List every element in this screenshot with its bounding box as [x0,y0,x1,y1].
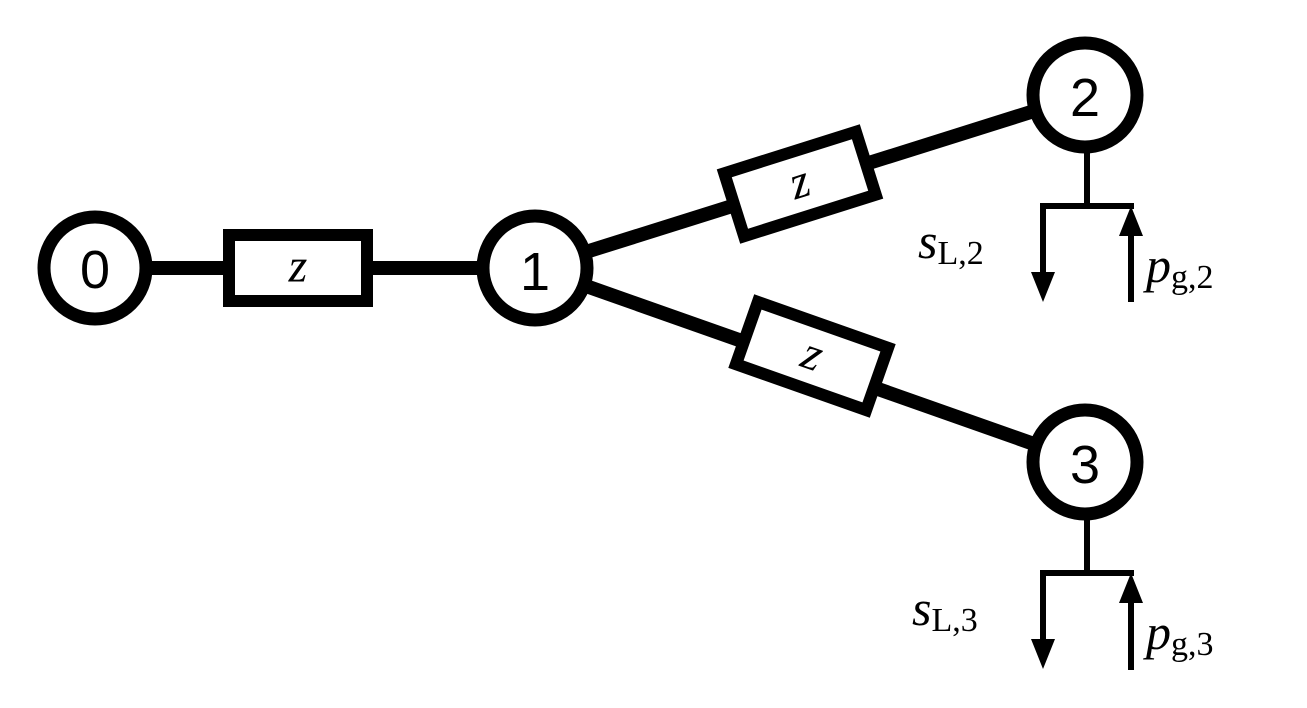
gen-label-3: pg,3 [1143,604,1214,663]
node-2: 2 [1026,36,1144,154]
node-1-circle [476,209,594,327]
node-3-label: 3 [1070,435,1100,495]
load-label-3: sL,3 [912,580,978,639]
impedance-label: z [288,240,308,293]
node-1: 1 [476,209,594,327]
gen-arrow-head [1119,206,1143,236]
node-0-label: 0 [80,240,110,300]
node-3: 3 [1026,403,1144,521]
node-2-label: 2 [1070,68,1100,128]
load-arrow-head [1031,272,1055,302]
impedance-1-2: z [716,124,884,244]
injection-node-3: sL,3 pg,3 [912,507,1214,670]
gen-label-2: pg,2 [1143,237,1214,296]
node-1-label: 1 [520,242,550,302]
gen-arrow-head [1119,573,1143,603]
node-3-circle [1026,403,1144,521]
impedance-box [716,124,884,244]
node-2-circle [1026,36,1144,154]
impedance-box [223,229,373,307]
node-0-circle [37,210,153,326]
impedance-0-1: z [223,229,373,307]
node-0: 0 [37,210,153,326]
load-label-2: sL,2 [918,213,984,272]
impedance-1-3: z [728,294,896,418]
load-arrow-head [1031,639,1055,669]
impedance-box [728,294,896,418]
injection-node-2: sL,2 pg,2 [918,140,1214,302]
